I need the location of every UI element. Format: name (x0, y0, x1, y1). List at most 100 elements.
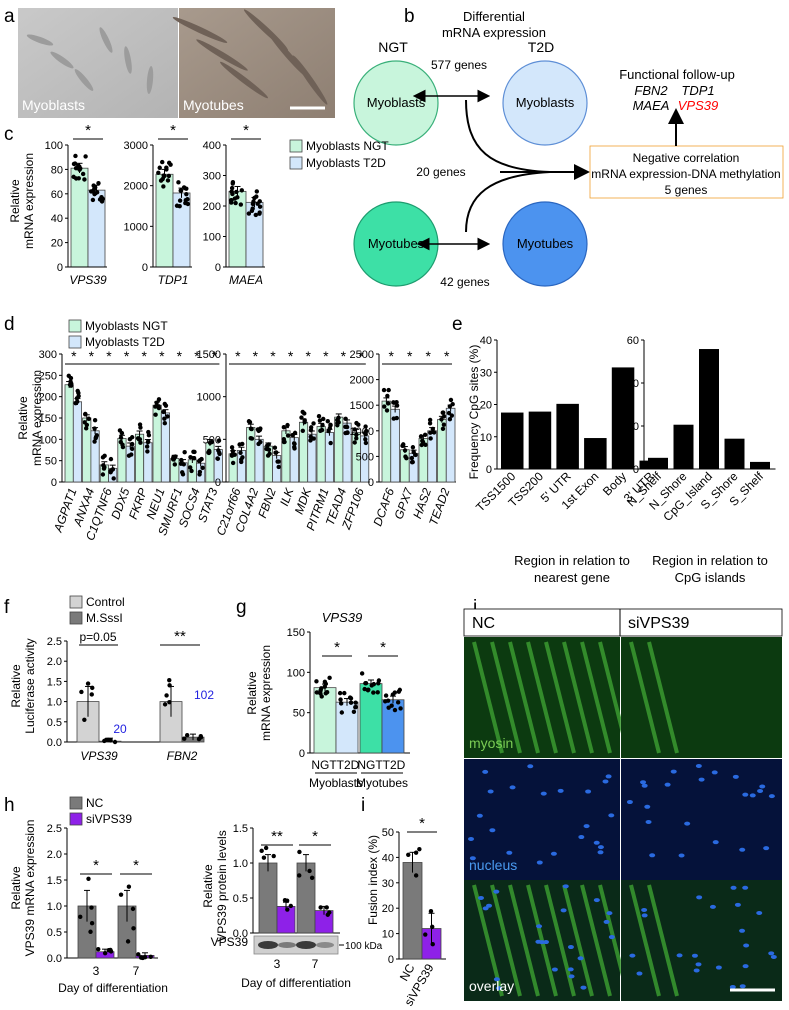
myoblast-cell (124, 46, 132, 74)
nucleus-dot (477, 895, 484, 900)
panel-d-MDK-t2d-data-point (308, 438, 313, 443)
nucleus-dot (506, 850, 513, 855)
panel-c-MAEA-ngt-data-point (239, 188, 244, 193)
panel-d-MDK-t2d-data-point (308, 425, 314, 430)
panel-c-TDP1-ngt-data-point (164, 165, 169, 170)
panel-d-C21orf66-t2d-bar (236, 450, 247, 483)
panel-h-right-y-tick-label: 1.5 (233, 823, 248, 835)
panel-e-bar (501, 412, 524, 469)
panel-d-ZFP106-ngt-data-point (354, 436, 359, 441)
panel-i-nc-data-point (413, 850, 419, 855)
panel-d-MDK-ngt-data-point (302, 418, 307, 423)
panel-d-sig-star: * (288, 348, 294, 364)
panel-e-0-y-tick-label: 30 (480, 367, 492, 379)
panel-d-DCAF6-ngt-bar (381, 400, 392, 483)
panel-c-TDP1-ngt-data-point (156, 170, 161, 176)
panel-d-ANXA4-t2d-data-point (92, 439, 97, 444)
panel-c-VPS39-y-tick-label: 80 (51, 164, 63, 176)
panel-i-si-data-point (430, 924, 435, 930)
myosin-fiber (562, 641, 594, 754)
panel-g-Myotubes-t2d-data-point (389, 703, 394, 708)
panel-d-TEAD2-ngt-data-point (441, 422, 447, 427)
panel-d-SMURF1-t2d-data-point (179, 457, 184, 463)
nucleus-dot (536, 924, 543, 929)
panel-d-GPX7-ngt-data-point (402, 448, 408, 453)
panel-e-bar (673, 424, 694, 469)
panel-d-ZFP106-t2d-data-point (363, 424, 368, 429)
panel-d-ILK-t2d-data-point (292, 446, 297, 451)
panel-f-VPS39-control-data-point (79, 689, 84, 695)
panel-d-FKRP-t2d-data-point (144, 444, 150, 449)
ngt-myotube-label: Myotubes (368, 236, 425, 251)
panel-d-TEAD2-t2d-data-point (447, 417, 453, 422)
panel-d-TEAD2-ngt-data-point (439, 417, 444, 422)
nucleus-dot (487, 789, 494, 794)
panel-g-Myoblasts-t2d-data-point (353, 700, 358, 705)
western-blot-band (258, 941, 278, 949)
nucleus-dot (709, 904, 716, 909)
panel-h-left-day7-nc-data-point (125, 939, 131, 944)
correlation-box-line3: 5 genes (665, 183, 708, 197)
nucleus-dot (629, 953, 636, 958)
panel-c-VPS39-t2d-data-point (99, 199, 105, 204)
panel-i-y-tick-label: 40 (382, 852, 394, 864)
panel-g-Myoblasts-t2d-data-point (337, 690, 343, 696)
nucleus-dot (593, 840, 600, 845)
fluorescence-image-nucleus (621, 759, 782, 880)
panel-g-Myoblasts-ngt-data-point (323, 681, 328, 687)
panel-d-sig-star: * (426, 348, 432, 364)
panel-d-sig-star: * (305, 348, 311, 364)
panel-c-MAEA-y-tick-label: 0 (215, 262, 221, 274)
panel-h-right-day3-si-data-point (288, 903, 294, 909)
panel-f-legend-mssi: M.SssI (86, 611, 123, 625)
panel-d-C21orf66-ngt-data-point (230, 460, 236, 466)
panel-g-Myoblasts-ngt-data-point (327, 675, 332, 681)
panel-d-gene-label: DCAF6 (370, 486, 397, 528)
panel-h-right-xlabel: Day of differentiation (241, 976, 351, 990)
panel-i-si-data-point (423, 932, 428, 937)
nucleus-dot (641, 913, 648, 918)
panel-h-left-y-tick-label: 2.0 (47, 849, 62, 861)
panel-d-AGPAT1-ngt-data-point (68, 375, 74, 381)
panel-d-ILK-t2d-data-point (291, 441, 297, 446)
western-blot-label: VPS39 (211, 935, 249, 949)
panel-d-MDK-t2d-data-point (311, 421, 316, 426)
panel-d-2-y-tick-label: 0 (368, 477, 374, 489)
t2d-myoblast-circle (502, 60, 588, 146)
nucleus-dot (757, 789, 764, 794)
nucleus-dot (695, 764, 702, 769)
panel-d-STAT3-ngt-data-point (209, 439, 215, 445)
panel-d-sig-star: * (444, 348, 450, 364)
panel-d-DDX5-t2d-data-point (127, 436, 133, 442)
panel-c-sig-star: * (85, 122, 91, 139)
panel-d-FKRP-ngt-data-point (137, 437, 143, 442)
panel-h-right-y-tick-label: 0.5 (233, 893, 248, 905)
nucleus-dot (468, 836, 475, 841)
nucleus-dot (759, 784, 766, 789)
panel-d-0-y-tick-label: 100 (39, 434, 57, 446)
panel-h-right-day3-nc-data-point (263, 845, 269, 851)
panel-d-TEAD4-t2d-data-point (344, 424, 350, 430)
legend-swatch-mssi (69, 611, 83, 625)
nucleus-dot (711, 770, 718, 775)
panel-c-VPS39-y-tick-label: 100 (45, 140, 63, 152)
panel-c-TDP1-ngt-data-point (166, 160, 172, 166)
panel-j-row-label-myosin: myosin (469, 735, 513, 751)
legend-swatch-control (69, 595, 83, 609)
panel-e-0-y-tick-label: 10 (480, 432, 492, 444)
panel-i-y-tick-label: 50 (382, 827, 394, 839)
nucleus-dot (493, 977, 500, 982)
panel-d-HAS2-t2d-data-point (428, 430, 433, 435)
panel-d-ANXA4-t2d-data-point (92, 418, 98, 423)
nucleus-dot (763, 846, 770, 851)
panel-f-y-tick-label: 1.5 (47, 676, 62, 688)
nucleus-dot (580, 985, 587, 990)
panel-g-Myoblasts-t2d-data-point (348, 700, 354, 705)
panel-h-left-y-tick-label: 1.0 (47, 901, 62, 913)
nucleus-dot (698, 777, 705, 782)
panel-d-PITRM1-ngt-data-point (320, 422, 325, 428)
panel-h-right-day-label: 7 (312, 957, 319, 971)
panel-d-MDK-ngt-data-point (300, 428, 305, 433)
panel-d-C1QTNF6-t2d-data-point (108, 456, 114, 462)
